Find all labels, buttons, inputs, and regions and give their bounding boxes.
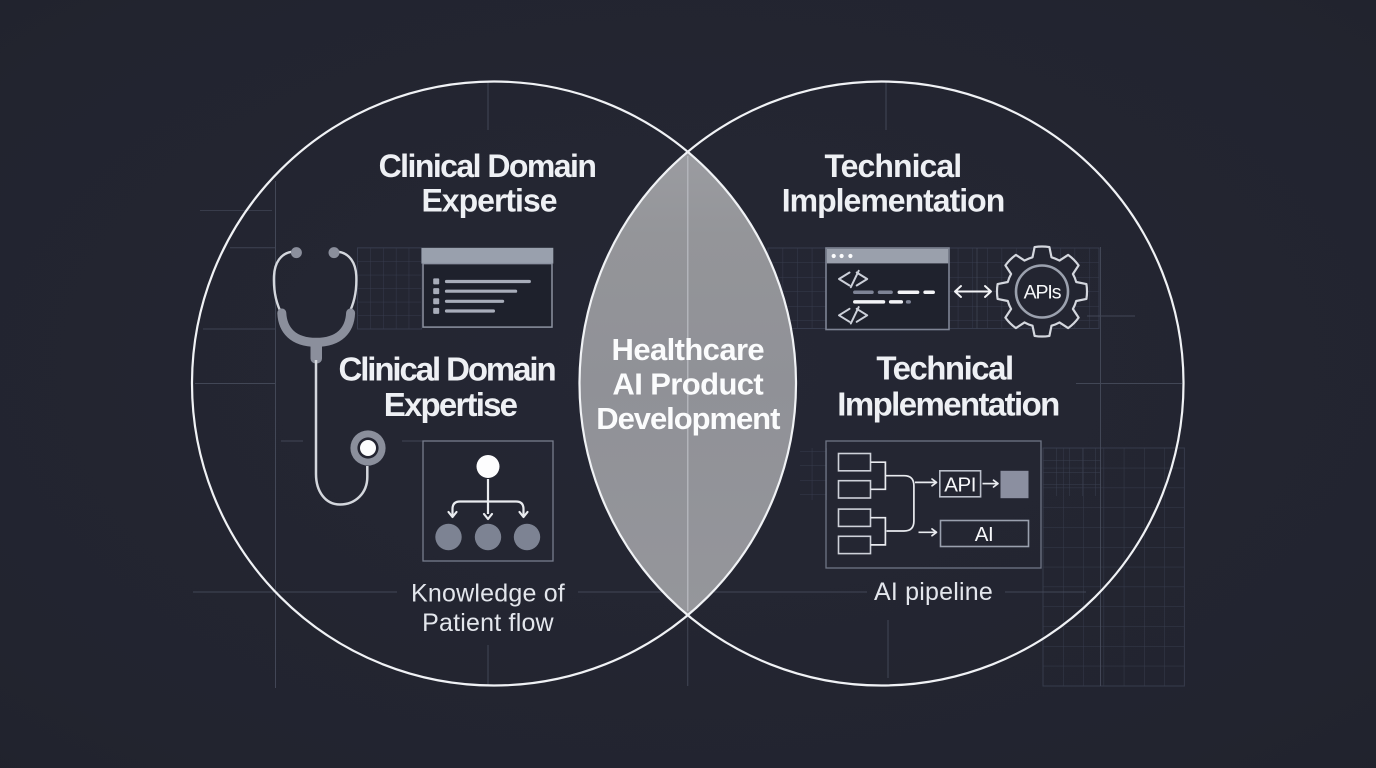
svg-text:Clinical Domain: Clinical Domain [338,351,555,388]
svg-text:Development: Development [596,401,780,436]
svg-text:Implementation: Implementation [782,183,1004,219]
svg-text:Implementation: Implementation [837,386,1059,423]
svg-text:Healthcare: Healthcare [612,332,765,367]
svg-text:AI pipeline: AI pipeline [874,578,993,606]
svg-text:Technical: Technical [876,350,1012,387]
svg-text:AI Product: AI Product [612,367,763,402]
svg-text:Technical: Technical [824,148,961,184]
svg-text:Clinical Domain: Clinical Domain [379,148,596,184]
svg-text:AI: AI [975,523,994,546]
svg-text:APIs: APIs [1024,281,1062,303]
svg-text:Knowledge of: Knowledge of [411,580,565,608]
svg-text:Patient flow: Patient flow [422,609,554,637]
svg-text:API: API [944,473,976,496]
svg-text:Expertise: Expertise [421,183,556,219]
svg-text:Expertise: Expertise [384,386,518,423]
